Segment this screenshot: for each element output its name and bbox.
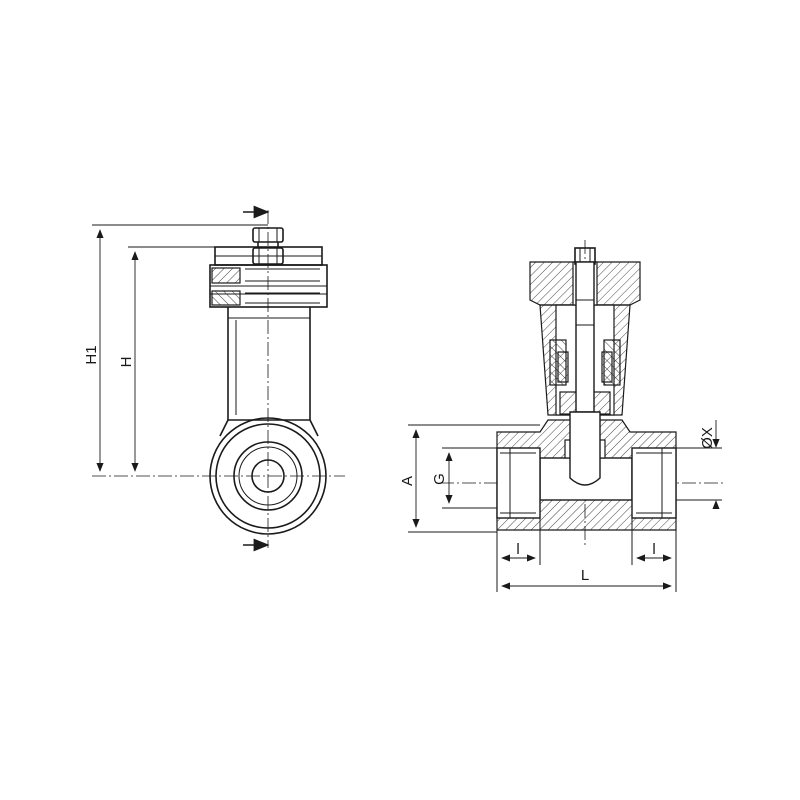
dimension-l-right <box>631 518 677 592</box>
dimension-H1 <box>92 224 268 472</box>
section-view: A G ØX l l <box>399 240 725 592</box>
label-l-left: l <box>516 541 519 558</box>
side-view: H1 H <box>83 205 345 552</box>
dimension-G <box>442 447 497 509</box>
port-end-view <box>209 417 327 535</box>
label-H: H <box>118 357 135 368</box>
dimension-A <box>408 424 540 533</box>
dimension-l-left <box>496 518 541 592</box>
label-X: ØX <box>699 427 716 449</box>
label-H1: H1 <box>83 345 100 364</box>
label-l-right: l <box>652 541 655 558</box>
dimension-X <box>676 420 722 510</box>
valve-stem <box>569 261 601 486</box>
label-L: L <box>581 567 589 584</box>
dimension-H <box>128 246 268 472</box>
cap <box>209 246 328 308</box>
label-G: G <box>431 473 448 485</box>
bonnet <box>219 307 319 437</box>
label-A: A <box>399 476 416 486</box>
